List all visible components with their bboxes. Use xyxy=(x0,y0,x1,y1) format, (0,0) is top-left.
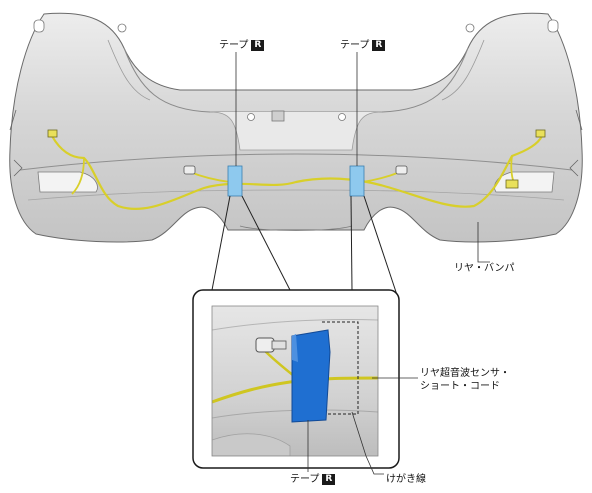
detail-inset xyxy=(192,289,400,469)
label-sensor-cord-line1: リヤ超音波センサ・ xyxy=(420,368,510,379)
tape-left xyxy=(227,165,243,197)
tape-word: テープ xyxy=(290,474,320,485)
label-scribe-line: けがき線 xyxy=(386,474,426,485)
leader-scribe-line xyxy=(351,411,384,475)
badge-r-icon: R xyxy=(372,40,386,51)
tape-word: テープ xyxy=(340,40,370,51)
label-sensor-cord-line2: ショート・コード xyxy=(420,381,500,392)
sensor-harness xyxy=(47,129,546,211)
tape-word: テープ xyxy=(219,40,249,51)
label-rear-bumper: リヤ・バンパ xyxy=(454,263,515,274)
rear-bumper-illustration xyxy=(9,12,583,243)
tape-right xyxy=(349,165,365,197)
badge-r-icon: R xyxy=(322,474,336,485)
badge-r-icon: R xyxy=(251,40,265,51)
